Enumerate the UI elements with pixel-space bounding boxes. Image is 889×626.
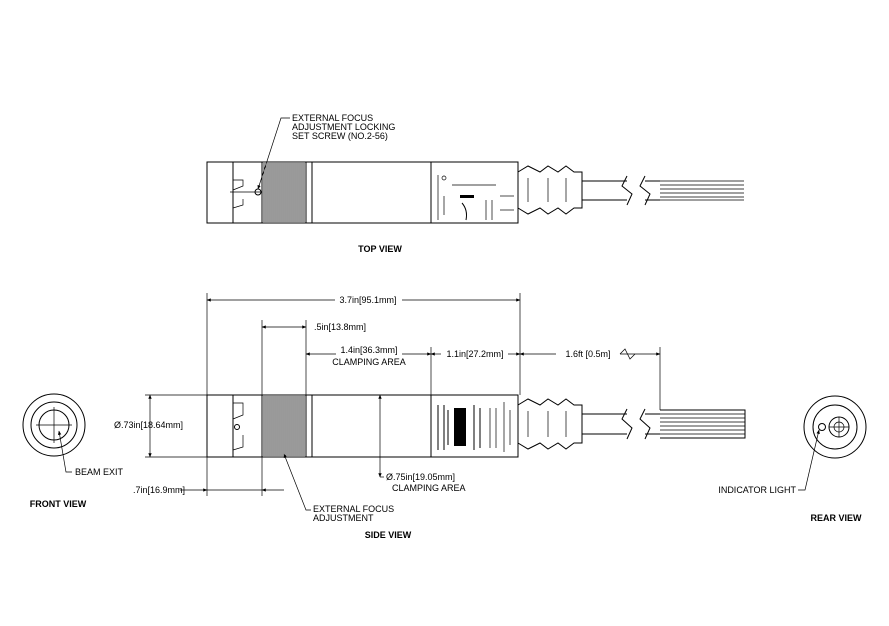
set-screw-callout-line2: ADJUSTMENT LOCKING	[292, 122, 395, 132]
indicator-light-label: INDICATOR LIGHT	[718, 485, 796, 495]
top-view	[206, 161, 744, 224]
focus-adjust-callout-line2: ADJUSTMENT	[313, 513, 374, 523]
side-view-cable-break	[621, 408, 633, 440]
side-view-title: SIDE VIEW	[365, 530, 412, 540]
rear-view: INDICATOR LIGHT REAR VIEW	[718, 395, 867, 523]
label-length-dim: 1.1in[27.2mm]	[446, 349, 503, 359]
side-view-nose-notch	[232, 402, 244, 451]
side-view-label-area	[437, 402, 511, 452]
set-screw-callout-line3: SET SCREW (NO.2-56)	[292, 131, 388, 141]
front-view: BEAM EXIT FRONT VIEW	[22, 393, 124, 509]
side-view-strain-relief	[517, 398, 583, 450]
danger-label-block	[454, 408, 466, 446]
rear-view-outer-ring	[803, 395, 867, 459]
set-screw-leader	[257, 117, 290, 190]
front-view-outer-ring	[22, 393, 86, 457]
clamp-diameter-dim: Ø.75in[19.05mm]	[386, 472, 455, 482]
side-view	[206, 394, 746, 458]
beam-exit-label: BEAM EXIT	[75, 467, 124, 477]
top-view-label-area	[437, 175, 514, 221]
side-view-screw-icon	[234, 424, 240, 430]
side-view-wires	[660, 409, 746, 439]
body-diameter-dim: Ø.73in[18.64mm]	[114, 420, 183, 430]
rear-view-title: REAR VIEW	[810, 513, 862, 523]
indicator-light-icon	[818, 423, 826, 431]
clamping-area-upper-label: CLAMPING AREA	[332, 357, 406, 367]
set-screw-callout-line1: EXTERNAL FOCUS	[292, 113, 373, 123]
top-view-body	[206, 161, 519, 224]
clamp-length-dim: 1.4in[36.3mm]	[340, 345, 397, 355]
clamping-area-lower-label: CLAMPING AREA	[392, 483, 466, 493]
focus-adjust-leader	[283, 453, 311, 511]
top-view-nose-notch	[230, 179, 262, 209]
beam-exit-leader	[57, 430, 72, 473]
top-view-strain-relief	[517, 165, 583, 215]
indicator-light-leader	[798, 429, 820, 491]
focus-length-dim: .5in[13.8mm]	[314, 322, 366, 332]
front-length-dim: .7in[16.9mm]	[133, 485, 185, 495]
front-view-title: FRONT VIEW	[30, 499, 87, 509]
cable-length-dim: 1.6ft [0.5m]	[565, 349, 610, 359]
side-view-knurl-ring	[263, 396, 305, 456]
focus-adjust-callout-line1: EXTERNAL FOCUS	[313, 504, 394, 514]
top-view-wires	[660, 180, 744, 201]
side-view-body	[206, 394, 519, 458]
overall-length-dim: 3.7in[95.1mm]	[339, 295, 396, 305]
top-view-title: TOP VIEW	[358, 244, 402, 254]
top-view-cable-break	[621, 175, 633, 206]
top-view-knurl-ring	[263, 163, 305, 222]
